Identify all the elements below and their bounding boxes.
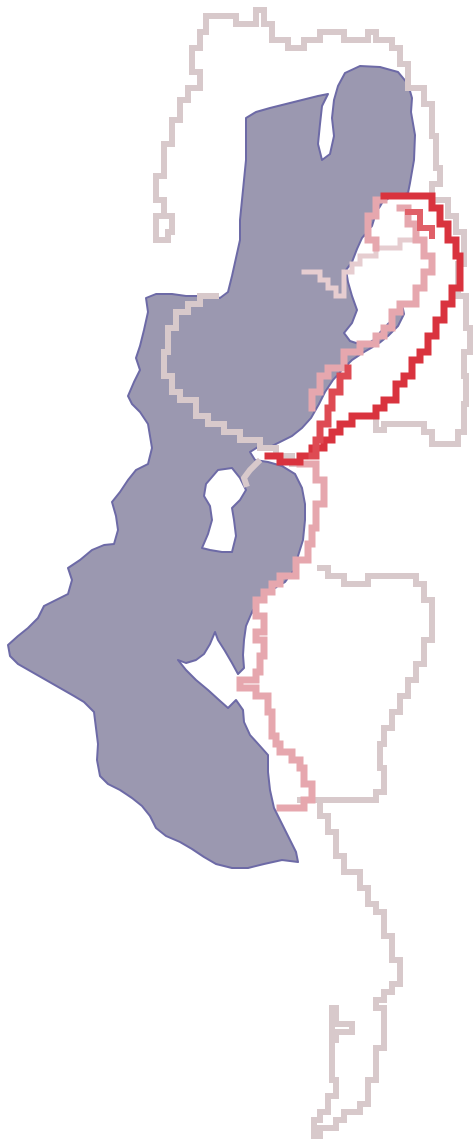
strong-boundary-spur: [308, 364, 352, 460]
grid-outline-lake: [240, 457, 263, 488]
grid-outline-north: [203, 7, 473, 447]
medium-boundary-northeast: [308, 196, 436, 412]
filled-region-layer: [7, 65, 416, 869]
grid-outline-inner-east: [301, 237, 419, 299]
grid-outline-southeast: [317, 565, 435, 803]
strong-boundary-layer: [264, 192, 464, 466]
medium-boundary-southwest: [236, 460, 328, 812]
grid-outline-central: [161, 293, 303, 467]
grid-outline-layer: [153, 7, 473, 1139]
filled-region: [7, 65, 416, 869]
grid-outline-south: [297, 797, 403, 1139]
strong-boundary-north-arm: [405, 209, 435, 239]
grid-outline-west: [153, 13, 209, 243]
strong-boundary-main: [264, 192, 464, 466]
medium-boundary-layer: [236, 196, 436, 812]
